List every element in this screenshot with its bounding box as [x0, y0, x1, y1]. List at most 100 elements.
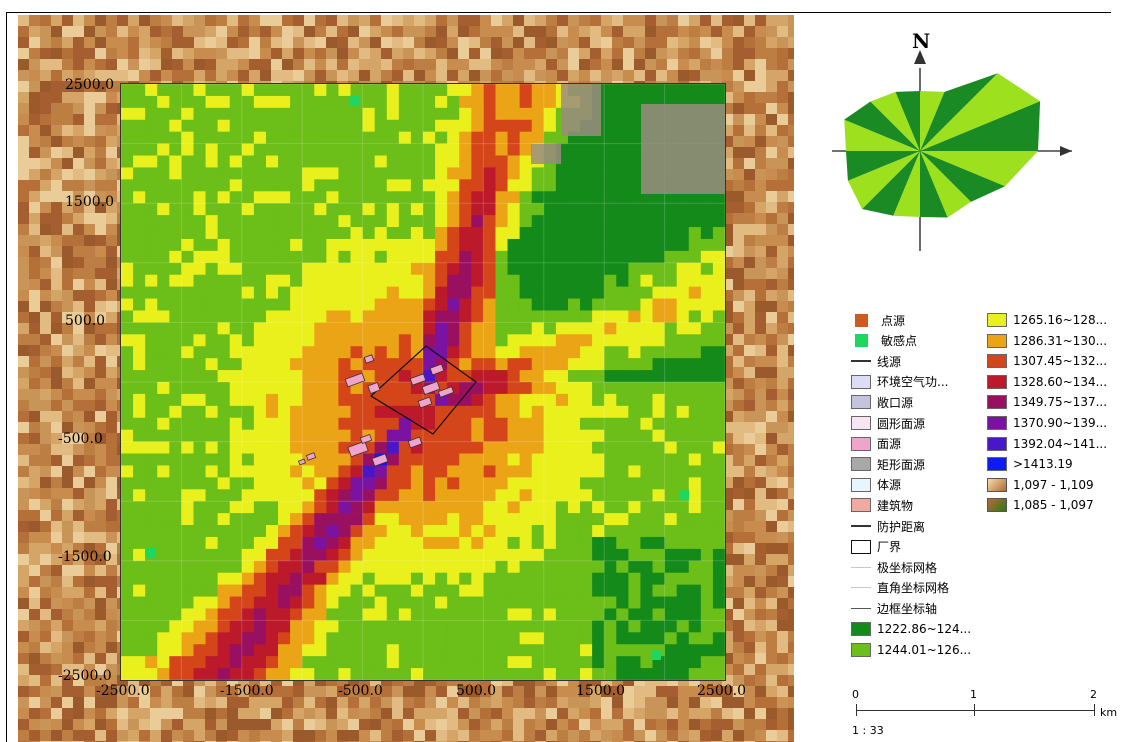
- legend-label: 建筑物: [877, 498, 914, 513]
- legend-swatch: [851, 498, 871, 513]
- area-source: [437, 386, 455, 398]
- legend-item: 面源: [851, 435, 901, 453]
- wind-rose-petal: [870, 91, 920, 151]
- legend-label: 1349.75~137...: [1013, 395, 1108, 410]
- area-source: [297, 458, 307, 466]
- x-axis-label: 1500.0: [576, 683, 625, 699]
- legend-item: 1,085 - 1,097: [987, 496, 1094, 514]
- legend-label: 1244.01~126...: [877, 642, 972, 657]
- legend-swatch: [987, 498, 1007, 513]
- legend-item: 体源: [851, 476, 901, 494]
- wind-rose-petal: [893, 151, 920, 217]
- legend-label: 点源: [881, 313, 906, 328]
- frame-top-line: [6, 12, 1111, 13]
- legend-label: 1307.45~132...: [1013, 354, 1108, 369]
- legend-swatch: [851, 436, 871, 451]
- legend-label: 1328.60~134...: [1013, 374, 1108, 389]
- y-axis-label: 2500.0: [65, 77, 114, 93]
- legend-swatch: [987, 436, 1007, 451]
- legend-item: 1,097 - 1,109: [987, 476, 1094, 494]
- scale-bar: 0 1 2 km 1 : 33: [852, 688, 1117, 738]
- map-legend: 点源敏感点线源环境空气功... 敞口源圆形面源面源矩形面源体源建筑物防护距离厂界极…: [851, 311, 1126, 661]
- legend-swatch: [987, 354, 1007, 369]
- legend-item: 1244.01~126...: [851, 641, 971, 659]
- area-source: [363, 354, 375, 364]
- legend-label: 边框坐标轴: [877, 601, 938, 616]
- wind-rose-petal: [862, 151, 920, 216]
- legend-item: 1265.16~128...: [987, 311, 1107, 329]
- legend-label: 1222.86~124...: [877, 622, 972, 636]
- wind-rose-petal: [847, 151, 920, 209]
- legend-swatch: [851, 525, 871, 527]
- legend-swatch: [851, 607, 871, 609]
- legend-label: 矩形面源: [877, 457, 926, 472]
- scale-tick-2: 2: [1090, 688, 1097, 701]
- legend-item: 防护距离: [851, 517, 925, 535]
- area-source: [417, 396, 433, 409]
- legend-swatch: [987, 374, 1007, 389]
- y-axis-label: -2500.0: [58, 668, 112, 684]
- legend-item: 1222.86~124...: [851, 620, 971, 638]
- y-axis-label: -500.0: [58, 431, 103, 447]
- legend-item: 敞口源: [851, 393, 913, 411]
- legend-label: 直角坐标网格: [877, 581, 950, 596]
- legend-label: 1286.31~130...: [1013, 333, 1108, 348]
- wind-rose-petal: [920, 91, 945, 151]
- legend-swatch: [987, 477, 1007, 492]
- legend-label: 面源: [877, 437, 902, 452]
- legend-swatch: [987, 416, 1007, 430]
- wind-rose-petal: [920, 151, 1038, 187]
- legend-label: 1265.16~128...: [1013, 313, 1108, 327]
- scale-ratio: 1 : 33: [852, 724, 884, 737]
- area-source: [407, 436, 423, 449]
- legend-swatch: [851, 416, 871, 430]
- legend-swatch: [851, 566, 871, 568]
- scale-unit: km: [1100, 706, 1118, 719]
- legend-item: 厂界: [851, 538, 901, 556]
- area-source: [347, 440, 369, 458]
- legend-swatch: [851, 642, 871, 657]
- legend-label: >1413.19: [1013, 457, 1073, 472]
- legend-label: 敏感点: [881, 334, 918, 349]
- legend-swatch: [851, 539, 871, 554]
- legend-item: 圆形面源: [851, 414, 925, 432]
- concentration-grid-map[interactable]: [120, 83, 726, 681]
- area-source: [367, 382, 381, 394]
- y-axis-label: 1500.0: [65, 194, 114, 210]
- legend-item: 点源: [851, 311, 905, 329]
- legend-item: 极坐标网格: [851, 558, 937, 576]
- sensitive-point: [679, 490, 689, 500]
- legend-swatch: [987, 313, 1007, 327]
- legend-label: 1370.90~139...: [1013, 416, 1108, 430]
- scale-line: [856, 710, 1094, 711]
- legend-swatch: [851, 395, 871, 410]
- legend-item: 线源: [851, 352, 901, 370]
- legend-item: 直角坐标网格: [851, 579, 949, 597]
- legend-label: 1392.04~141...: [1013, 436, 1108, 451]
- legend-label: 1,085 - 1,097: [1013, 498, 1094, 513]
- legend-item: 环境空气功...: [851, 373, 948, 391]
- legend-label: 敞口源: [877, 395, 914, 410]
- legend-item: 1349.75~137...: [987, 393, 1107, 411]
- legend-label: 圆形面源: [877, 416, 926, 431]
- legend-swatch: [851, 457, 871, 472]
- north-label: N: [912, 29, 930, 53]
- y-axis-label: 500.0: [65, 313, 106, 329]
- plant-boundary: [370, 345, 477, 435]
- area-source: [409, 373, 427, 386]
- legend-swatch: [851, 622, 871, 636]
- area-source: [429, 363, 445, 376]
- legend-swatch: [987, 333, 1007, 348]
- x-axis-label: 2500.0: [697, 683, 746, 699]
- area-source: [305, 452, 317, 461]
- scale-mark-2: [1094, 704, 1095, 716]
- legend-swatch: [987, 395, 1007, 410]
- wind-rose-petal: [920, 73, 1041, 151]
- legend-item: 1286.31~130...: [987, 332, 1107, 350]
- area-source: [344, 372, 366, 388]
- legend-swatch: [987, 457, 1007, 472]
- legend-item: 1370.90~139...: [987, 414, 1107, 432]
- scale-mark-1: [974, 704, 975, 716]
- sensitive-point: [651, 650, 661, 660]
- legend-label: 1,097 - 1,109: [1013, 477, 1094, 492]
